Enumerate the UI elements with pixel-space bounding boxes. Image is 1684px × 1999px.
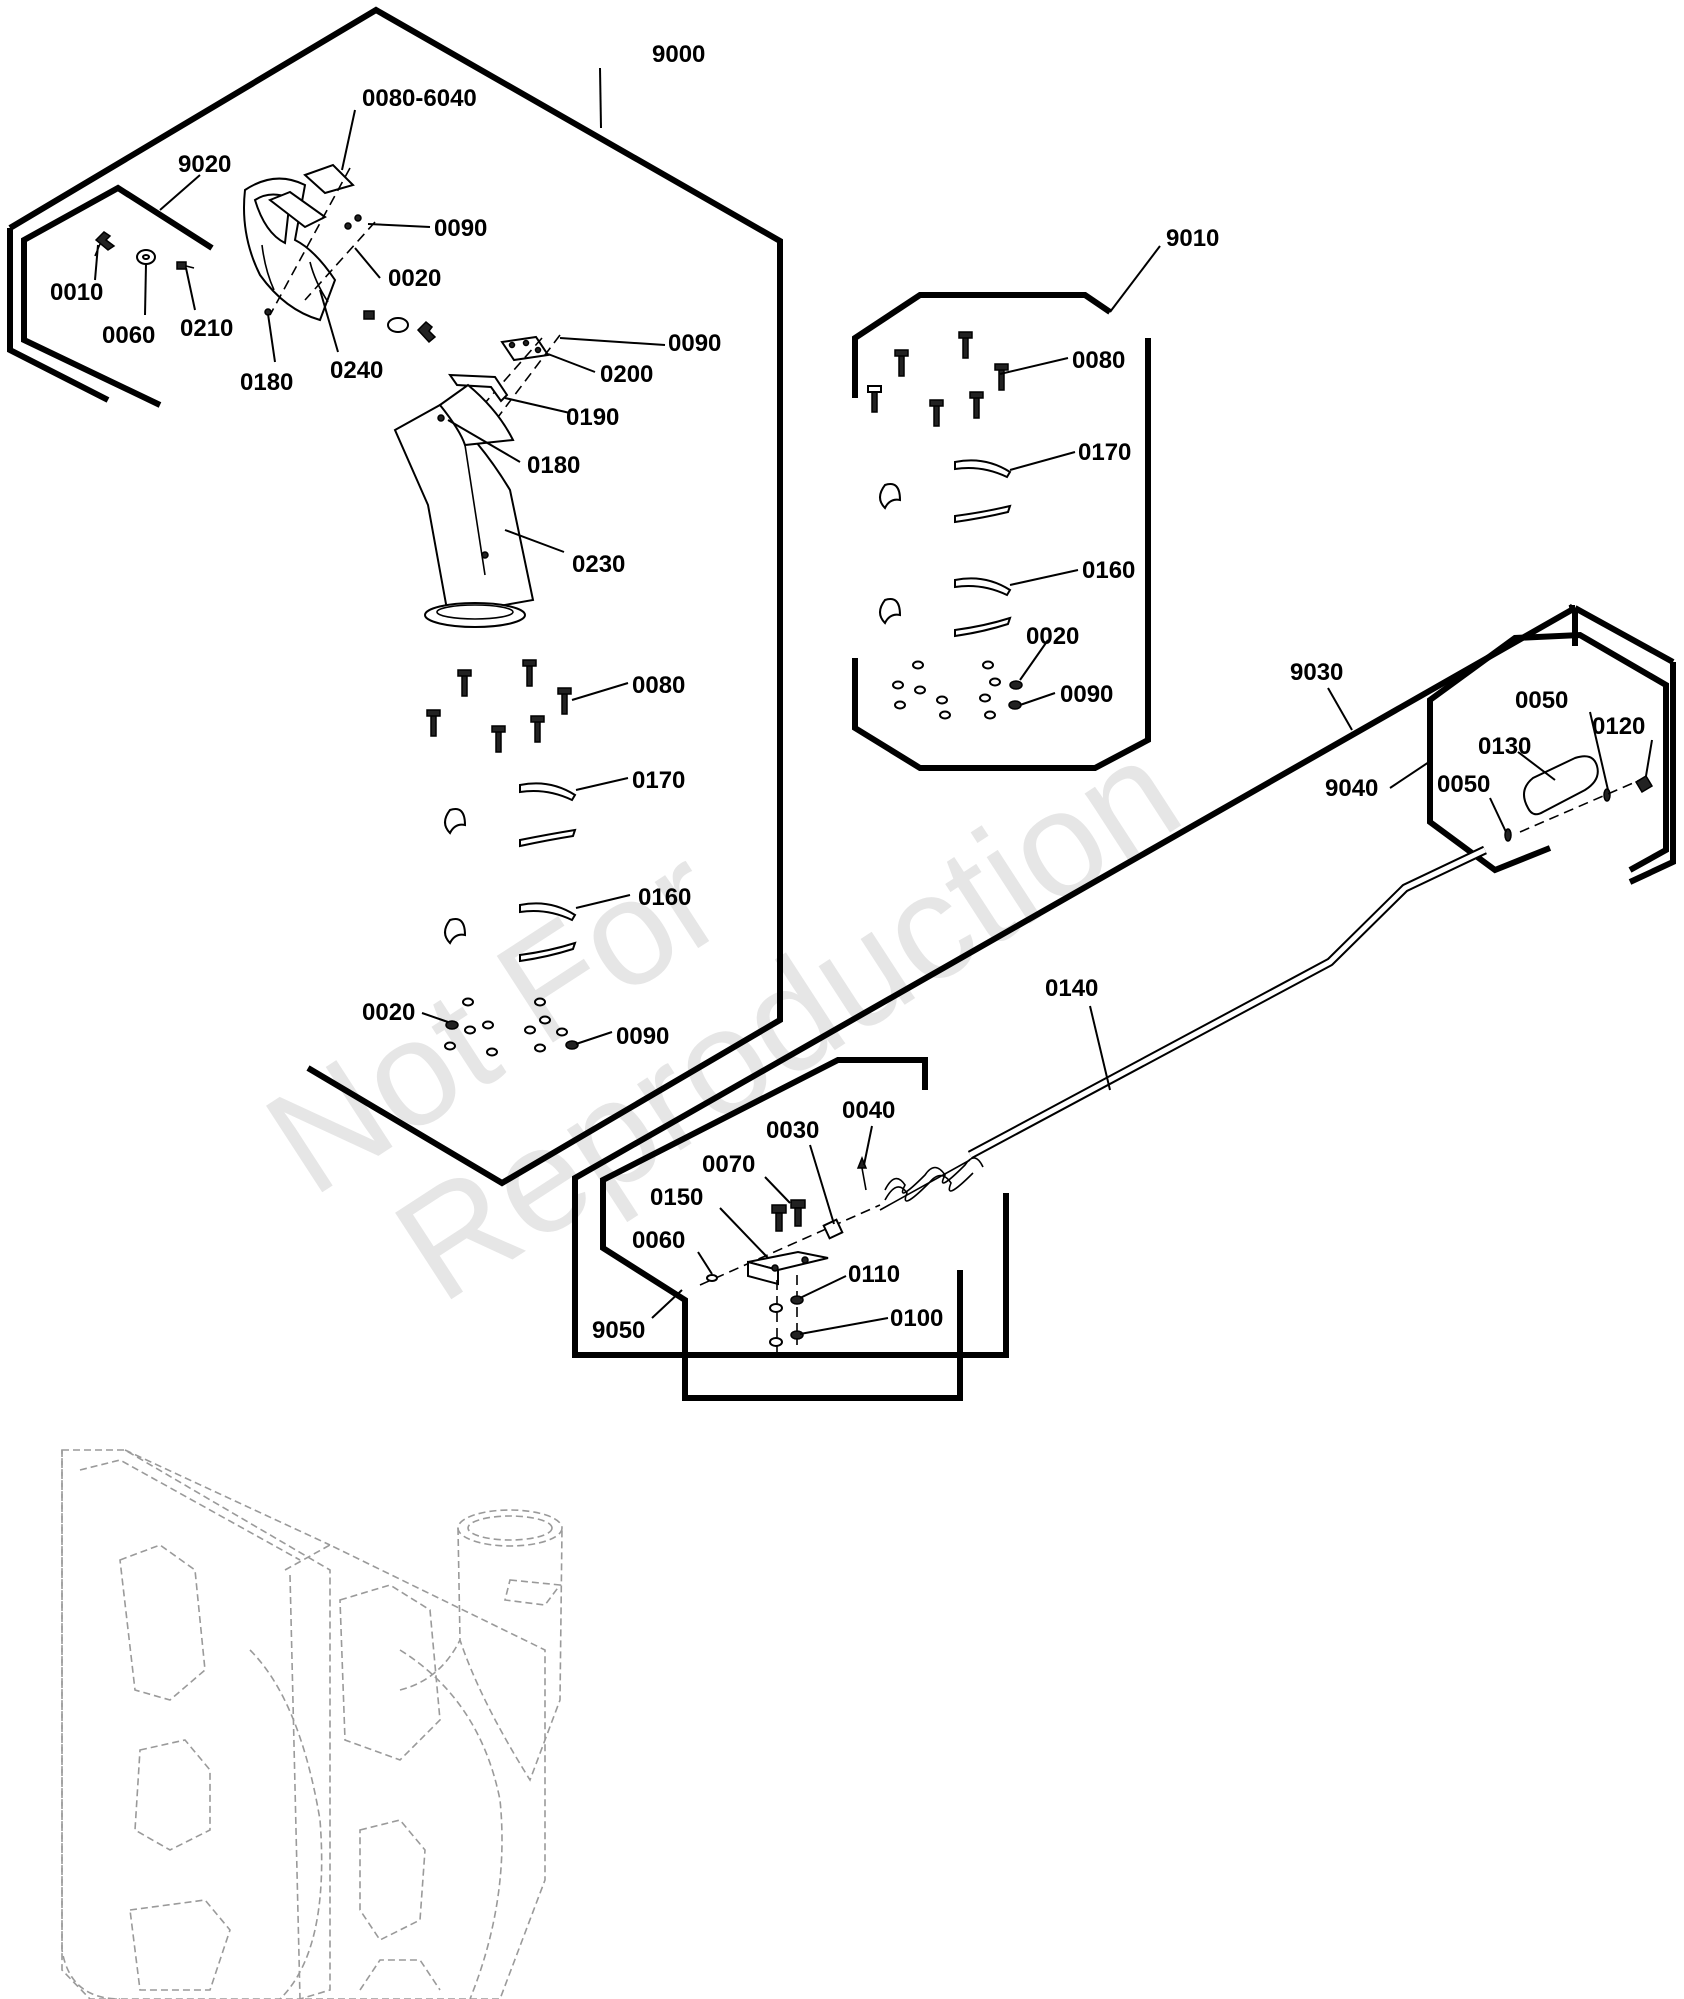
callout-0170: 0170 <box>1078 439 1131 466</box>
callout-0060: 0060 <box>102 322 155 349</box>
leader-0140 <box>1089 1005 1111 1091</box>
callout-0090: 0090 <box>668 330 721 357</box>
callout-0120: 0120 <box>1592 713 1645 740</box>
leader-lines <box>94 109 1653 1335</box>
assembly-9010-outline <box>852 245 1161 771</box>
part-0030-spacer <box>822 1218 844 1240</box>
callout-0190: 0190 <box>566 404 619 431</box>
part-0060-washer <box>136 249 156 265</box>
callout-0070: 0070 <box>702 1151 755 1178</box>
callout-0010: 0010 <box>50 279 103 306</box>
part-0110-nuts <box>769 1275 804 1360</box>
callout-0020: 0020 <box>1026 623 1079 650</box>
callout-0110: 0110 <box>848 1261 900 1288</box>
callout-0170: 0170 <box>632 767 685 794</box>
callout-0100: 0100 <box>890 1305 943 1332</box>
part-0150-bracket <box>747 1250 829 1286</box>
nut-group-9000 <box>444 997 579 1057</box>
part-0050-ring-b <box>1504 828 1512 842</box>
assembly-9030-outline <box>572 603 1676 1358</box>
callout-0030: 0030 <box>766 1117 819 1144</box>
part-0100-nuts <box>769 1330 804 1347</box>
assembly-9020-outline <box>7 174 214 408</box>
callout-0180: 0180 <box>527 452 580 479</box>
hardware-chute-deflector <box>264 167 437 344</box>
part-0140-rod <box>967 845 1487 1159</box>
nut-group-9010 <box>892 660 1023 720</box>
callout-0050: 0050 <box>1515 687 1568 714</box>
callout-0240: 0240 <box>330 357 383 384</box>
callout-0160: 0160 <box>638 884 691 911</box>
part-0050-ring-a <box>1603 788 1611 802</box>
callout-0230: 0230 <box>572 551 625 578</box>
callout-0080: 0080 <box>1072 347 1125 374</box>
callout-0210: 0210 <box>180 315 233 342</box>
callout-0080-6040: 0080-6040 <box>362 85 477 112</box>
assembly-9050-outline <box>600 1057 963 1401</box>
bolt-group-9000 <box>426 659 572 753</box>
part-0120-end-cap <box>1519 774 1654 833</box>
callout-0090: 0090 <box>616 1023 669 1050</box>
callout-0160: 0160 <box>1082 557 1135 584</box>
part-0210-bolt <box>176 261 195 270</box>
callout-9040: 9040 <box>1325 775 1378 802</box>
strap-group-9000 <box>444 782 577 963</box>
callout-9020: 9020 <box>178 151 231 178</box>
callout-9010: 9010 <box>1166 225 1219 252</box>
part-0060-ring <box>706 1274 718 1282</box>
part-0190-bracket <box>448 373 509 403</box>
callout-0090: 0090 <box>1060 681 1113 708</box>
callout-9050: 9050 <box>592 1317 645 1344</box>
callout-0050: 0050 <box>1437 771 1490 798</box>
bolt-group-9010 <box>867 331 1009 427</box>
part-0070-bolts <box>771 1199 806 1232</box>
housing-ghost-view <box>61 1449 563 1999</box>
auger-spiral <box>699 1157 984 1286</box>
callout-0060: 0060 <box>632 1227 685 1254</box>
callout-0150: 0150 <box>650 1184 703 1211</box>
callout-0020: 0020 <box>362 999 415 1026</box>
assembly-9000-outline <box>8 6 783 1187</box>
strap-group-9010 <box>879 459 1012 638</box>
callout-0040: 0040 <box>842 1097 895 1124</box>
callout-9000: 9000 <box>652 41 705 68</box>
callout-9030: 9030 <box>1290 659 1343 686</box>
callout-0130: 0130 <box>1478 733 1531 760</box>
part-0130-grip <box>1523 755 1599 816</box>
callout-0180: 0180 <box>240 369 293 396</box>
callout-0200: 0200 <box>600 361 653 388</box>
callout-0090: 0090 <box>434 215 487 242</box>
callout-labels: 9000 9020 0080-6040 0090 0020 0010 0060 … <box>50 41 1645 1344</box>
callout-0080: 0080 <box>632 672 685 699</box>
part-0230-chute <box>393 383 535 628</box>
part-0240-deflector <box>243 177 337 322</box>
part-0080-6040-decal <box>303 163 355 195</box>
callout-0020: 0020 <box>388 265 441 292</box>
part-0200-plate <box>469 334 561 426</box>
callout-0140: 0140 <box>1045 975 1098 1002</box>
